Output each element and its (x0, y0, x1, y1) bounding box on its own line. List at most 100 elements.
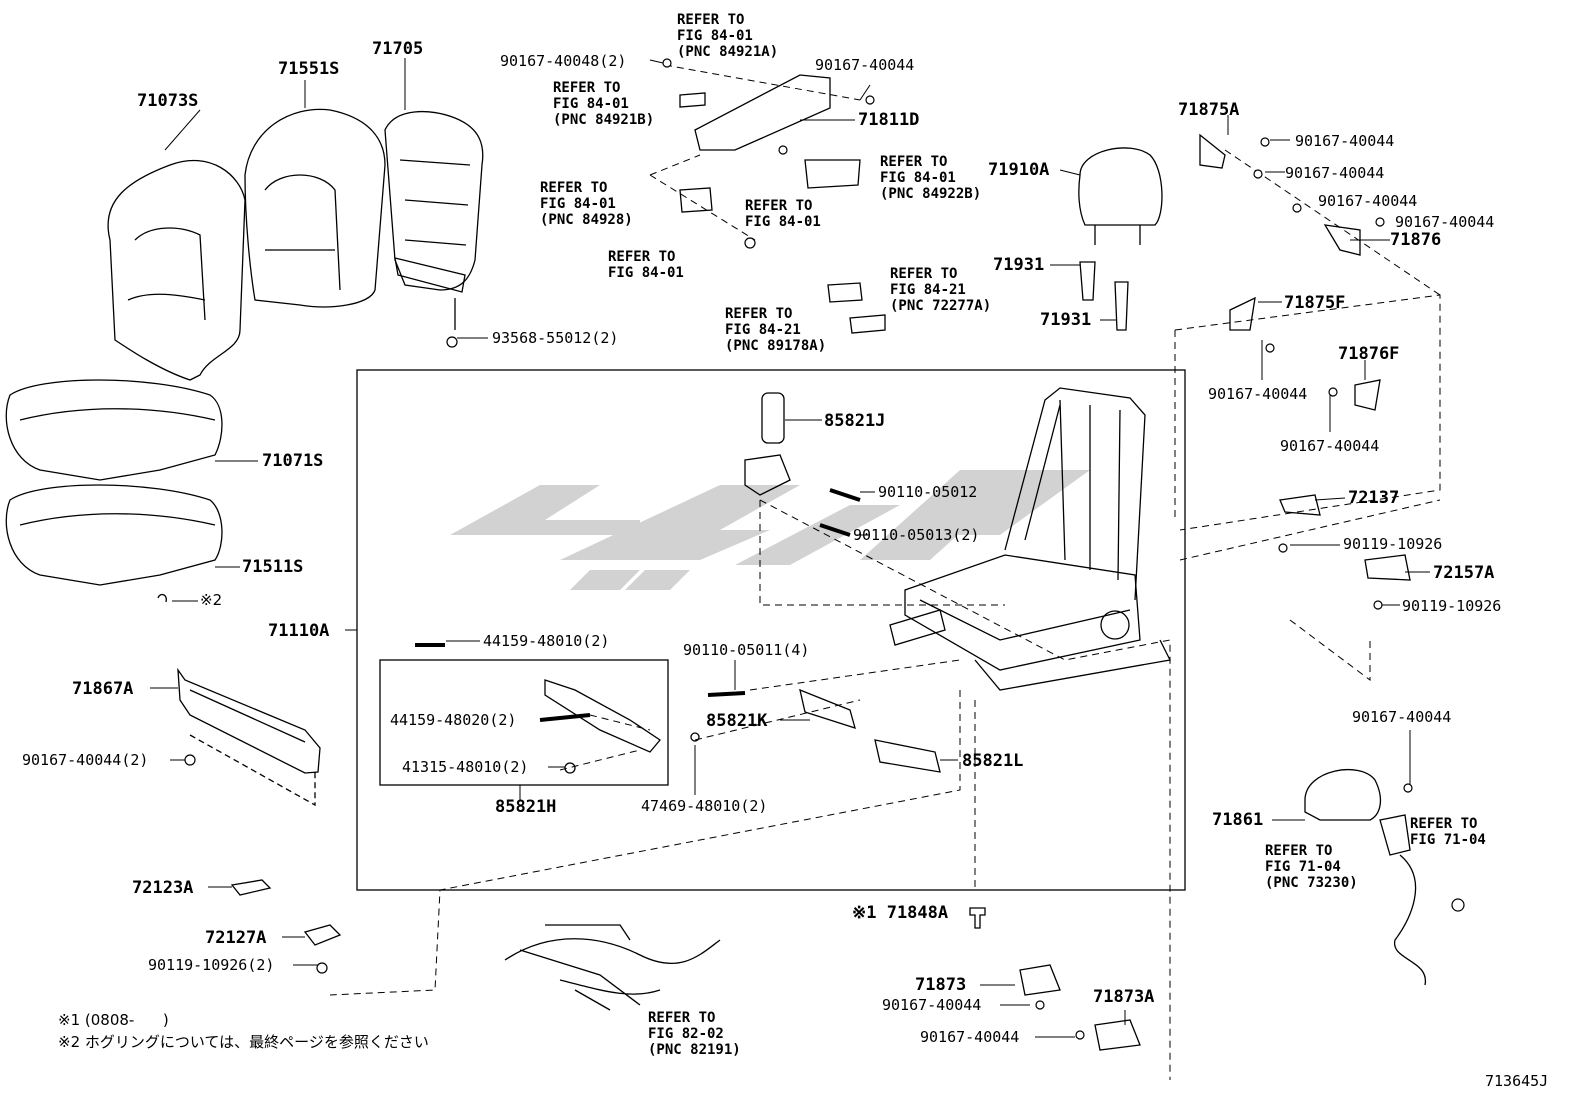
label-ring-note-ref: ※2 (200, 591, 223, 609)
label-90167-40044-top: 90167-40044 (815, 56, 915, 74)
side-cover-71867a (177, 667, 321, 774)
label-71071s: 71071S (262, 451, 324, 471)
label-90110-05012: 90110-05012 (878, 483, 978, 501)
ref-71-04: REFER TO FIG 71-04 (1410, 816, 1486, 848)
label-72137: 72137 (1348, 488, 1400, 508)
bracket-71873 (1019, 964, 1061, 996)
label-71931-a: 71931 (993, 255, 1045, 275)
label-90110-05011: 90110-05011(4) (683, 641, 810, 659)
ref-82191: REFER TO FIG 82-02 (PNC 82191) (648, 1010, 741, 1058)
label-71848a: ※1 71848A (852, 903, 949, 923)
ref-72277a: REFER TO FIG 84-21 (PNC 72277A) (890, 266, 992, 314)
label-85821k: 85821K (706, 711, 768, 731)
label-90167-40044-r2: 90167-40044 (1285, 164, 1385, 182)
switch-bezel-71811d (694, 74, 831, 151)
ref-84928: REFER TO FIG 84-01 (PNC 84928) (540, 180, 633, 228)
label-71551s: 71551S (278, 59, 340, 79)
label-90119-10926-2: 90119-10926(2) (148, 956, 275, 974)
label-90167-40044-r4: 90167-40044 (1395, 213, 1495, 231)
figure-code: 713645J (1485, 1072, 1549, 1090)
part-72157a (1364, 554, 1411, 581)
bracket-71873a (1094, 1019, 1141, 1051)
label-72127a: 72127A (205, 928, 267, 948)
seat-frame-group-box (356, 369, 1186, 891)
label-71873: 71873 (915, 975, 967, 995)
label-71910a: 71910A (988, 160, 1050, 180)
label-90110-05013: 90110-05013(2) (853, 526, 980, 544)
label-71867a: 71867A (72, 679, 134, 699)
part-72127a (303, 924, 342, 946)
label-44159-48010: 44159-48010(2) (483, 632, 610, 650)
ref-84-01-b: REFER TO FIG 84-01 (608, 249, 684, 281)
headrest-guide-71931-b (1114, 281, 1129, 331)
ref-89178a: REFER TO FIG 84-21 (PNC 89178A) (725, 306, 827, 354)
label-90167-40044-r6: 90167-40044 (1280, 437, 1380, 455)
label-71873a: 71873A (1093, 987, 1155, 1007)
part-71875f (1229, 296, 1256, 331)
label-93568-55012: 93568-55012(2) (492, 329, 619, 347)
screw-90167-2 (184, 754, 196, 766)
ref-84-01-a: REFER TO FIG 84-01 (745, 198, 821, 230)
label-90167-40044-r1: 90167-40044 (1295, 132, 1395, 150)
label-71705: 71705 (372, 39, 424, 59)
motor-subgroup-box (379, 659, 669, 786)
watermark-logo (450, 470, 1090, 590)
label-90119-10926-r2: 90119-10926 (1402, 597, 1502, 615)
seat-frame-71110a (1004, 387, 1146, 601)
label-90167-40044-bot2: 90167-40044 (920, 1028, 1020, 1046)
seat-cushion-71071s (5, 379, 223, 481)
label-90167-40044-r3: 90167-40044 (1318, 192, 1418, 210)
part-71875a (1199, 133, 1226, 169)
label-71110a: 71110A (268, 621, 330, 641)
label-71073s: 71073S (137, 91, 199, 111)
bolt-71848a (969, 907, 986, 929)
seatbelt-71861 (1304, 768, 1382, 821)
ref-84922b: REFER TO FIG 84-01 (PNC 84922B) (880, 154, 982, 202)
label-71511s: 71511S (242, 557, 304, 577)
label-71811d: 71811D (858, 110, 920, 130)
motor-85821h (544, 679, 661, 753)
label-72157a: 72157A (1433, 563, 1495, 583)
ref-84921a: REFER TO FIG 84-01 (PNC 84921A) (677, 12, 779, 60)
ref-84921b: REFER TO FIG 84-01 (PNC 84921B) (553, 80, 655, 128)
label-71931-b: 71931 (1040, 310, 1092, 330)
motor-85821l (874, 739, 941, 773)
motor-85821j (761, 392, 785, 444)
wire-harness (504, 924, 721, 1011)
label-71861: 71861 (1212, 810, 1264, 830)
seat-back-cover-71073s (107, 159, 246, 381)
part-71876 (1323, 224, 1361, 256)
label-85821h: 85821H (495, 797, 557, 817)
part-71876f (1354, 379, 1381, 411)
footnote-1: ※1 (0808- ) (58, 1011, 169, 1029)
label-44159-48020: 44159-48020(2) (390, 711, 517, 729)
seat-back-board-71705 (384, 110, 484, 291)
label-71875f: 71875F (1284, 293, 1346, 313)
footnote-2: ※2 ホグリングについては、最終ページを参照ください (58, 1033, 429, 1051)
ref-73230: REFER TO FIG 71-04 (PNC 73230) (1265, 843, 1358, 891)
seat-back-pad-71551s (244, 108, 386, 308)
label-71875a: 71875A (1178, 100, 1240, 120)
label-47469-48010: 47469-48010(2) (641, 797, 768, 815)
label-71876f: 71876F (1338, 344, 1400, 364)
label-71876: 71876 (1390, 230, 1442, 250)
label-90167-40044-r7: 90167-40044 (1352, 708, 1452, 726)
seat-cushion-pad-71511s (5, 484, 223, 586)
part-72137 (1279, 494, 1321, 516)
headrest-71910a (1078, 147, 1163, 226)
label-90167-40044-bot1: 90167-40044 (882, 996, 982, 1014)
screw-93568 (446, 336, 458, 348)
part-72123a (230, 879, 272, 896)
label-85821l: 85821L (962, 751, 1024, 771)
label-90119-10926-r1: 90119-10926 (1343, 535, 1443, 553)
label-90167-40044-r5: 90167-40044 (1208, 385, 1308, 403)
label-41315-48010: 41315-48010(2) (402, 758, 529, 776)
label-85821j: 85821J (824, 411, 886, 431)
motor-85821k (799, 688, 856, 729)
label-90167-40044-2: 90167-40044(2) (22, 751, 149, 769)
label-90167-40048: 90167-40048(2) (500, 52, 627, 70)
headrest-guide-71931 (1079, 261, 1096, 301)
label-72123a: 72123A (132, 878, 194, 898)
